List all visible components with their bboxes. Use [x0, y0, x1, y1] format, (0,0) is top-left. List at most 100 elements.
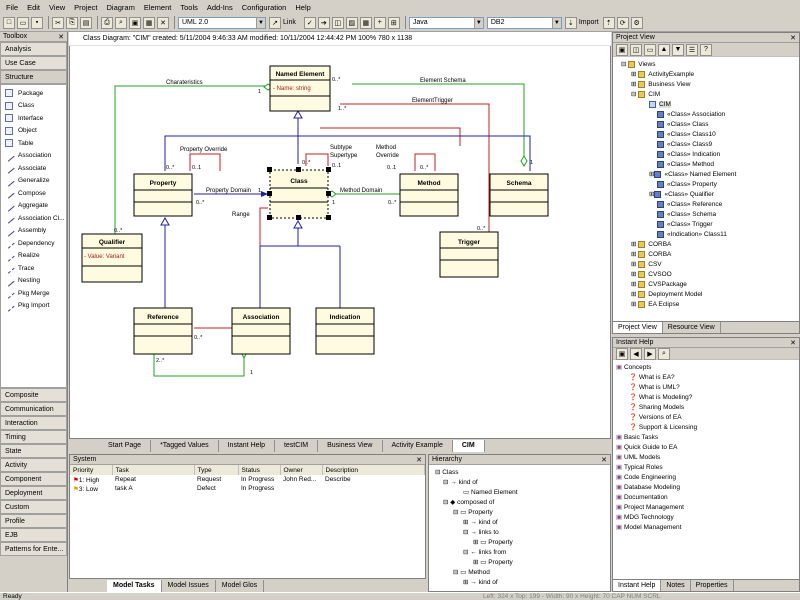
tree-node[interactable]: ▣ Code Engineering	[613, 472, 799, 482]
toolbox-category-use-case[interactable]: Use Case	[0, 56, 67, 70]
tree-node[interactable]: «Class» Schema	[613, 209, 799, 219]
save-icon[interactable]: ▪	[31, 17, 43, 29]
tree-node[interactable]: ❓ What is EA?	[613, 372, 799, 382]
toolbox-item-dependency[interactable]: Dependency	[1, 237, 66, 250]
selection-handle[interactable]	[267, 191, 272, 196]
collapse-icon[interactable]: ⊟ ◆	[443, 498, 457, 506]
menu-tools[interactable]: Tools	[180, 3, 198, 12]
back-icon[interactable]: ◀	[630, 348, 642, 360]
diagram-icon[interactable]: ◫	[332, 17, 344, 29]
tree-node[interactable]: ▣ Concepts	[613, 362, 799, 372]
toolbox-category-communication[interactable]: Communication	[0, 402, 67, 416]
collapse-icon[interactable]: ⊟ →	[463, 528, 479, 536]
tab-model-issues[interactable]: Model Issues	[162, 580, 216, 592]
selection-handle[interactable]	[296, 167, 301, 172]
toolbox-item-interface[interactable]: Interface	[1, 112, 66, 125]
column-header[interactable]: Task	[112, 465, 194, 475]
tree-node[interactable]: «Indication» Class11	[613, 229, 799, 239]
move-up-icon[interactable]: ▲	[658, 44, 670, 56]
toolbox-category-profile[interactable]: Profile	[0, 514, 67, 528]
close-icon[interactable]: ✕	[601, 456, 607, 464]
tab-model-tasks[interactable]: Model Tasks	[107, 580, 162, 592]
tree-node[interactable]: ▣ Documentation	[613, 492, 799, 502]
tree-node[interactable]: ❓ Sharing Models	[613, 402, 799, 412]
tab-start-page[interactable]: Start Page	[99, 440, 151, 452]
tree-node[interactable]: ⊟ ← links from	[429, 547, 610, 557]
new-icon[interactable]: □	[3, 17, 15, 29]
search-icon[interactable]: ⌕	[658, 348, 670, 360]
language-select[interactable]: Java ▼	[409, 17, 484, 29]
expand-icon[interactable]: ⊞	[631, 240, 638, 248]
tab-resource-view[interactable]: Resource View	[663, 322, 721, 333]
tree-node[interactable]: ⊞ ▭ Property	[429, 557, 610, 567]
toolbox-item-package[interactable]: Package	[1, 87, 66, 100]
close-icon[interactable]: ✕	[58, 33, 64, 41]
print-icon[interactable]: ⎙	[101, 17, 113, 29]
new-element-icon[interactable]: ▭	[644, 44, 656, 56]
toolbox-category-interaction[interactable]: Interaction	[0, 416, 67, 430]
tab-tagged-values[interactable]: *Tagged Values	[151, 440, 219, 452]
menu-element[interactable]: Element	[144, 3, 172, 12]
toolbox-category-deployment[interactable]: Deployment	[0, 486, 67, 500]
expand-icon[interactable]: ⊞ ▭	[473, 538, 488, 546]
tree-node[interactable]: ⊟ → kind of	[429, 477, 610, 487]
tree-node[interactable]: ⊞«Class» Qualifier	[613, 189, 799, 199]
toolbox-item-compose[interactable]: Compose	[1, 187, 66, 200]
column-header[interactable]: Status	[238, 465, 280, 475]
toolbox-item-assembly[interactable]: Assembly	[1, 225, 66, 238]
tree-node[interactable]: ▣ Typical Roles	[613, 462, 799, 472]
expand-icon[interactable]: ⊞	[631, 80, 638, 88]
toolbox-category-state[interactable]: State	[0, 444, 67, 458]
tree-node[interactable]: ⊞«Class» Named Element	[613, 169, 799, 179]
menu-configuration[interactable]: Configuration	[242, 3, 287, 12]
toolbox-item-pkg-merge[interactable]: Pkg Merge	[1, 287, 66, 300]
tab-model-glossary[interactable]: Model Glos	[216, 580, 264, 592]
paste-icon[interactable]: ▤	[80, 17, 92, 29]
layout-icon[interactable]: ⊞	[388, 17, 400, 29]
column-header[interactable]: Owner	[280, 465, 322, 475]
selection-handle[interactable]	[267, 215, 272, 220]
properties-icon[interactable]: ☰	[686, 44, 698, 56]
tab-properties[interactable]: Properties	[691, 580, 734, 591]
toolbox-category-timing[interactable]: Timing	[0, 430, 67, 444]
collapse-icon[interactable]: ⊟	[621, 60, 628, 68]
tree-node[interactable]: ⊟ CIM	[613, 89, 799, 99]
collapse-icon[interactable]: ⊟ ▭	[453, 568, 468, 576]
settings-icon[interactable]: ⚙	[631, 17, 643, 29]
toolbox-item-table[interactable]: Table	[1, 137, 66, 150]
move-down-icon[interactable]: ▼	[672, 44, 684, 56]
book-icon[interactable]: ▣	[129, 17, 141, 29]
table-icon[interactable]: ▦	[360, 17, 372, 29]
toolbox-item-trace[interactable]: Trace	[1, 262, 66, 275]
expand-icon[interactable]: ⊞	[631, 290, 638, 298]
tree-node[interactable]: ⊞ → kind of	[429, 577, 610, 587]
table-row[interactable]: ⚑1: High Repeat Request In Progress John…	[70, 475, 425, 484]
tree-node[interactable]: ▣ Database Modeling	[613, 482, 799, 492]
chevron-down-icon[interactable]: ▼	[552, 18, 561, 28]
toolbox-item-nesting[interactable]: Nesting	[1, 275, 66, 288]
toolbox-item-associate[interactable]: Associate	[1, 162, 66, 175]
tree-node[interactable]: ▣ MDG Technology	[613, 512, 799, 522]
tab-project-view[interactable]: Project View	[613, 322, 663, 333]
tree-node[interactable]: ▣ Quick Guide to EA	[613, 442, 799, 452]
new-diagram-icon[interactable]: ◫	[630, 44, 642, 56]
expand-icon[interactable]: ⊞	[631, 280, 638, 288]
close-icon[interactable]: ✕	[790, 339, 796, 347]
tree-node[interactable]: ⊞ Business View	[613, 79, 799, 89]
tree-node[interactable]: «Class» Class	[613, 119, 799, 129]
tree-node[interactable]: ▣ Model Management	[613, 522, 799, 532]
toolbox-item-association-class[interactable]: Association Cl...	[1, 212, 66, 225]
tree-node[interactable]: ❓ Support & Licensing	[613, 422, 799, 432]
tree-node[interactable]: «Class» Class9	[613, 139, 799, 149]
toolbox-item-generalize[interactable]: Generalize	[1, 175, 66, 188]
find-icon[interactable]: ⌕	[115, 17, 127, 29]
selection-handle[interactable]	[326, 191, 331, 196]
new-package-icon[interactable]: ▣	[616, 44, 628, 56]
toolbox-category-custom[interactable]: Custom	[0, 500, 67, 514]
tree-node[interactable]: ⊞ CSV	[613, 259, 799, 269]
tree-node[interactable]: ❓ What is Modeling?	[613, 392, 799, 402]
menu-diagram[interactable]: Diagram	[107, 3, 135, 12]
check-icon[interactable]: ✓	[304, 17, 316, 29]
tab-testcim[interactable]: testCIM	[275, 440, 318, 452]
expand-icon[interactable]: ⊞	[631, 270, 638, 278]
